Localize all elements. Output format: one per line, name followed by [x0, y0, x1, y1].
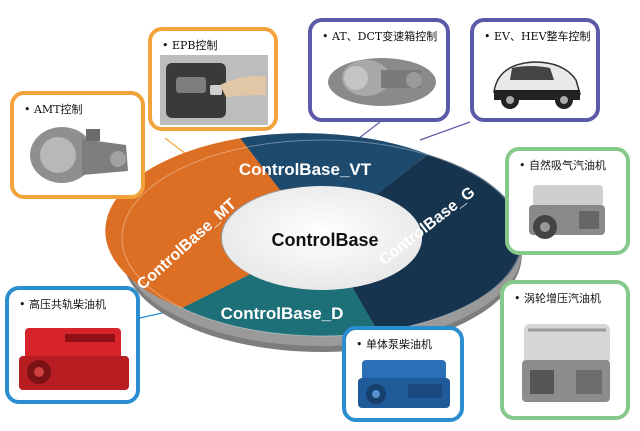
card-at-dct: • AT、DCT变速箱控制: [308, 18, 450, 122]
card-ev-hev-label: • EV、HEV整车控制: [484, 30, 591, 43]
card-na-gas-label: • 自然吸气汽油机: [519, 159, 606, 172]
ev-car-image: [493, 61, 582, 109]
card-at-dct-label: • AT、DCT变速箱控制: [322, 30, 438, 43]
na-engine-image: [529, 185, 605, 239]
connector-ev-hev: [419, 121, 471, 141]
segment-g: [352, 154, 523, 333]
epb-console-image: [160, 55, 268, 125]
card-amt: • AMT控制: [10, 91, 145, 199]
unit-pump-diesel-image: [358, 360, 450, 408]
amt-gearbox-image: [30, 127, 128, 183]
center-label: ControlBase: [271, 230, 378, 250]
turbo-engine-image: [522, 324, 610, 402]
transmission-image: [328, 58, 436, 106]
card-unit-pump-diesel: • 单体泵柴油机: [342, 326, 464, 422]
card-epb: • EPB控制: [148, 27, 278, 131]
segment-mt: [105, 138, 280, 308]
segment-vt: [240, 133, 428, 198]
card-turbo-gas-label: • 涡轮增压汽油机: [514, 292, 601, 305]
card-na-gas: • 自然吸气汽油机: [505, 147, 630, 255]
card-rail-diesel: • 高压共轨柴油机: [5, 286, 140, 404]
rail-diesel-image: [19, 328, 129, 390]
card-unit-pump-diesel-label: • 单体泵柴油机: [356, 338, 432, 351]
card-turbo-gas: • 涡轮增压汽油机: [500, 280, 630, 420]
card-epb-label: • EPB控制: [162, 39, 218, 52]
card-ev-hev: • EV、HEV整车控制: [470, 18, 600, 122]
card-amt-label: • AMT控制: [24, 103, 83, 116]
segment-vt-label: ControlBase_VT: [239, 160, 372, 179]
card-rail-diesel-label: • 高压共轨柴油机: [19, 298, 106, 311]
segment-d-label: ControlBase_D: [221, 304, 344, 323]
ring-center-hole: [222, 186, 422, 290]
